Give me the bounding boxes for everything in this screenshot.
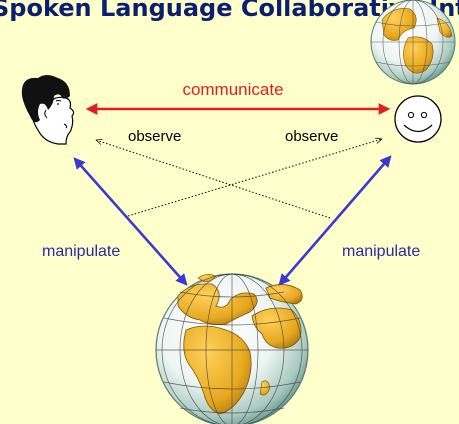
manipulate-label-right: manipulate: [342, 243, 421, 260]
person-profile-icon: [21, 75, 75, 145]
observe-arrow-left: [96, 140, 331, 219]
observe-label-right: observe: [285, 128, 339, 145]
manipulate-arrow-right: [278, 155, 392, 286]
slide-title: Spoken Language Collaborative Interactio…: [0, 0, 459, 22]
world-globe-icon: [155, 273, 309, 424]
observe-label-left: observe: [128, 128, 182, 145]
manipulate-arrow-left: [73, 157, 188, 286]
manipulate-label-left: manipulate: [42, 243, 121, 260]
observe-arrow-right: [127, 139, 382, 217]
smiley-face-icon: [394, 95, 442, 143]
communicate-label: communicate: [182, 80, 284, 99]
corner-globe-icon: [370, 0, 456, 85]
